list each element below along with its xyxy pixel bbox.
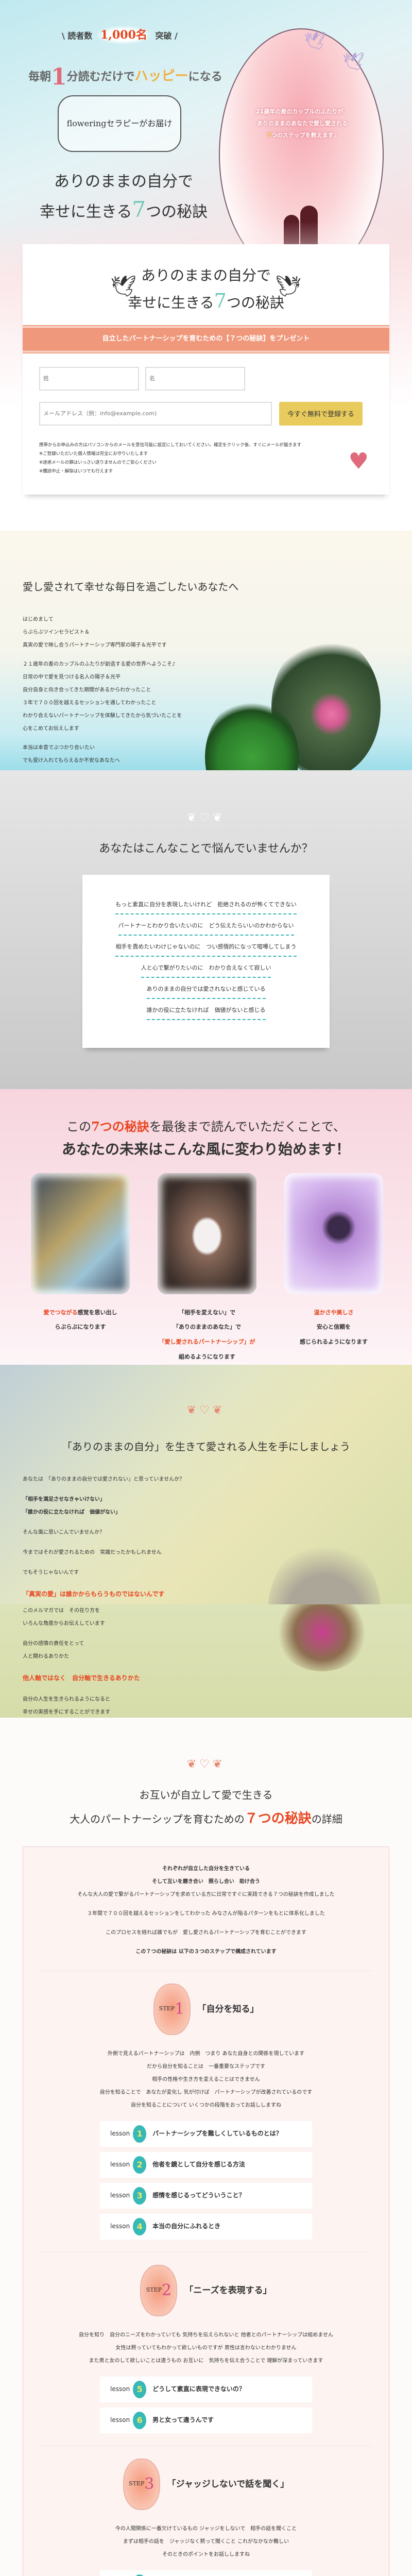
flowering-frame: floweringセラピーがお届け: [58, 95, 181, 152]
true-self-section-continued: このメルマガでは その在り方をいろんな角度からお伝えしています 自分の感情の責任…: [0, 1604, 412, 1718]
dove-icon: 🕊: [304, 31, 327, 52]
secrets-section: ❦♡❦ お互いが自立して愛で生きる大人のパートナーシップを育むための７つの秘訣の…: [0, 1717, 412, 2576]
last-name-input[interactable]: [39, 366, 139, 391]
love-stone-photo: [158, 1173, 256, 1294]
form-notes: 携帯からお申込みの方はパソコンからのメールを受信可能に設定にしておいてください。…: [39, 442, 301, 474]
email-input[interactable]: [39, 401, 272, 426]
signup-form: 🕊 🕊 ありのままの自分で 幸せに生きる7つの秘訣 自立したパートナーシップを育…: [23, 244, 389, 495]
anemone-photo: [284, 1173, 383, 1294]
lesson-item: lesson7話をするときに一番大切なこと: [100, 2570, 312, 2576]
first-name-input[interactable]: [145, 366, 245, 391]
intro-heading: 愛し愛されて幸せな毎日を過ごしたいあなたへ: [23, 580, 239, 593]
true-self-body-continued: このメルマガでは その在り方をいろんな角度からお伝えしています 自分の感情の責任…: [23, 1607, 140, 1715]
future-caption: 愛でつながる感覚を思い出しらぶらぶになります: [43, 1309, 117, 1331]
future-heading: あなたの未来はこんな風に変わり始めます！: [61, 1140, 350, 1158]
step-title: 「ニーズを表現する」: [184, 2285, 272, 2296]
worry-item: 相手を責めたいわけじゃないのに つい感情的になって喧嘩してしまう: [82, 938, 330, 959]
form-banner: 自立したパートナーシップを育むための【７つの秘訣】をプレゼント: [23, 326, 389, 352]
ornament-icon: ❦♡❦: [186, 811, 226, 824]
register-button[interactable]: 今すぐ無料で登録する: [279, 401, 363, 426]
hero-title: ありのままの自分で 幸せに生きる7つの秘訣: [39, 173, 208, 222]
intro-body: はじめましてらぶらぶツインセラピスト＆真実の愛で映し合うパートナーシップ専門家の…: [23, 616, 182, 764]
future-caption: 「相手を変えない」で「ありのままのあなた」で「愛し愛されるパートナーシップ」が組…: [159, 1309, 255, 1360]
wreath-message: 21歳年の差のカップルのふたりが、 ありのままのあなたで愛し愛される 7つのステ…: [255, 108, 349, 139]
cyclamen-pot-photo: [276, 1604, 368, 1671]
dove-icon: 🕊: [110, 275, 136, 298]
step-title: 「ジャッジしないで話を聞く」: [167, 2479, 289, 2489]
dove-icon: 🕊: [276, 275, 302, 298]
form-title: ありのままの自分で 幸せに生きる7つの秘訣: [128, 267, 284, 312]
future-section: この7つの秘訣を最後まで読んでいただくことで、 あなたの未来はこんな風に変わり始…: [0, 1089, 412, 1365]
secrets-intro: それぞれが自立した自分を生きているそして互いを磨き合い 照らし合い 助け合うそん…: [77, 1866, 335, 1955]
ornament-icon: ❦♡❦: [186, 1757, 226, 1771]
step-description: 外側で見えるパートナーシップは 内側 つまり あなた自身との関係を現していますだ…: [99, 2050, 313, 2108]
worry-item: 人と心で繋がりたいのに わかり合えなくて寂しい: [82, 959, 330, 980]
morning-tagline: 毎朝1分読むだけでハッピーになる: [28, 64, 222, 90]
dove-icon: 🕊: [342, 52, 365, 72]
future-subheading: この7つの秘訣を最後まで読んでいただくことで、: [66, 1118, 346, 1134]
worry-item: パートナーとわかり合いたいのに どう伝えたらいいのかわからない: [82, 917, 330, 938]
signup-section: 🕊 🕊 ありのままの自分で 幸せに生きる7つの秘訣 自立したパートナーシップを育…: [0, 222, 412, 531]
secrets-box: それぞれが自立した自分を生きているそして互いを磨き合い 照らし合い 助け合うそん…: [23, 1846, 389, 2576]
worries-heading: あなたはこんなことで悩んでいませんか？: [99, 842, 313, 855]
heart-bird-icon: ♥: [348, 448, 369, 475]
worry-item: もっと素直に自分を表現したいけれど 拒絶されるのが怖くてできない: [82, 895, 330, 917]
shadow-couple-photo: [268, 1539, 381, 1604]
true-self-heading: 「ありのままの自分」を生きて愛される人生を手にしましょう: [62, 1440, 350, 1453]
worry-item: ありのままの自分では愛されないと感じている: [82, 980, 330, 1001]
secrets-heading: お互いが自立して愛で生きる大人のパートナーシップを育むための７つの秘訣の詳細: [70, 1788, 342, 1826]
future-caption: 温かさや美しさ安心と信頼を感じられるようになります: [300, 1309, 368, 1346]
step-description: 今の人間関係に一番欠けているもの ジャッジをしないで 相手の話を聞くことまずは相…: [115, 2526, 297, 2557]
readers-badge: \ 読者数 1,000名 突破 /: [62, 25, 178, 46]
step-title: 「自分を知る」: [197, 2004, 259, 2014]
worry-item: 誰かの役に立たなければ 価値がないと感じる: [82, 1001, 330, 1022]
step-description: 自分を知り 自分のニーズをわかっていても 気持ちを伝えられないと 他者とのパート…: [79, 2332, 333, 2364]
worries-section: ❦♡❦ あなたはこんなことで悩んでいませんか？ もっと素直に自分を表現したいけれ…: [0, 770, 412, 1089]
ornament-icon: ❦♡❦: [186, 1403, 226, 1417]
true-self-section: ❦♡❦ 「ありのままの自分」を生きて愛される人生を手にしましょう あなたは 「あ…: [0, 1364, 412, 1604]
children-photo: [31, 1173, 130, 1294]
worries-list: もっと素直に自分を表現したいけれど 拒絶されるのが怖くてできない パートナーとわ…: [82, 875, 330, 1048]
true-self-body: あなたは 「ありのままの自分では愛されない」と思っていませんか？ 「相手を満足さ…: [23, 1476, 185, 1598]
intro-section: 愛し愛されて幸せな毎日を過ごしたいあなたへ はじめましてらぶらぶツインセラピスト…: [0, 530, 412, 770]
